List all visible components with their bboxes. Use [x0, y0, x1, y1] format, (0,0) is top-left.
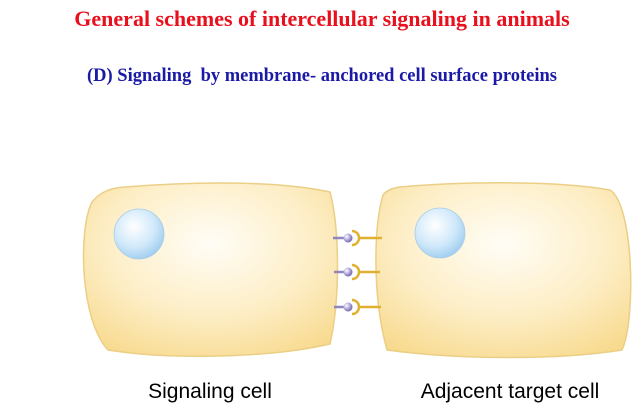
target-cell-label: Adjacent target cell — [421, 380, 600, 403]
page-subtitle: (D) Signaling by membrane- anchored cell… — [86, 66, 557, 86]
signaling-cell-body — [82, 182, 339, 357]
receptor-cup-icon — [351, 298, 361, 316]
ligand-ball-icon — [343, 302, 353, 312]
target-cell — [375, 182, 632, 359]
ligand-receptor-pair — [334, 298, 381, 316]
ligand-receptor-pair — [334, 263, 380, 281]
ligand-ball-icon — [343, 233, 353, 243]
page-title: General schemes of intercellular signali… — [74, 6, 570, 31]
ligand-receptor-pair — [333, 229, 382, 247]
ligand-ball-icon — [343, 267, 353, 277]
signaling-cell-label: Signaling cell — [148, 380, 272, 403]
receptor-cup-icon — [351, 263, 361, 281]
target-cell-nucleus — [414, 207, 466, 259]
target-cell-body — [375, 182, 632, 359]
signaling-cell-nucleus — [113, 208, 165, 260]
signaling-cell — [82, 182, 339, 357]
receptor-cup-icon — [351, 229, 361, 247]
